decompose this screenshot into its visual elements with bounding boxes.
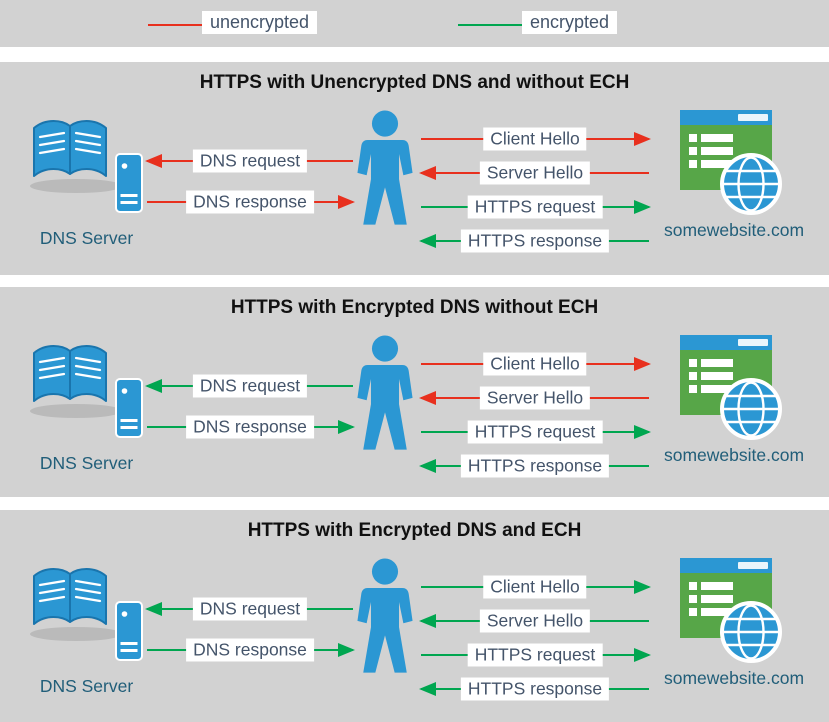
arrow-label: HTTPS request xyxy=(467,195,603,219)
arrow-https-response: HTTPS response xyxy=(419,228,650,254)
dns-server-label: DNS Server xyxy=(39,676,134,696)
arrow-label: DNS response xyxy=(186,638,314,662)
dns-server-icon xyxy=(28,114,148,220)
arrow-https-request: HTTPS request xyxy=(420,194,651,220)
legend-label-encrypted: encrypted xyxy=(522,11,618,34)
arrow-https-response: HTTPS response xyxy=(419,676,650,702)
arrowhead-icon xyxy=(338,643,355,657)
arrow-label: HTTPS request xyxy=(467,420,603,444)
arrowhead-icon xyxy=(634,580,651,594)
arrow-client-hello: Client Hello xyxy=(420,126,651,152)
website-icon xyxy=(680,558,782,665)
arrow-label: DNS request xyxy=(192,597,308,621)
dns-server-icon xyxy=(28,562,148,668)
arrowhead-icon xyxy=(419,614,436,628)
arrow-label: DNS response xyxy=(186,415,314,439)
panel-title: HTTPS with Encrypted DNS and ECH xyxy=(247,520,582,541)
arrow-label: Client Hello xyxy=(483,575,587,599)
arrow-label: Server Hello xyxy=(479,386,591,410)
arrow-server-hello: Server Hello xyxy=(419,608,650,634)
legend-line-unencrypted xyxy=(148,24,234,26)
arrow-dns-response: DNS response xyxy=(146,414,355,440)
website-icon xyxy=(680,335,782,442)
arrowhead-icon xyxy=(145,379,162,393)
dns-server-label: DNS Server xyxy=(39,228,134,248)
arrow-dns-response: DNS response xyxy=(146,637,355,663)
arrowhead-icon xyxy=(338,195,355,209)
panel-unencrypted-dns-no-ech: HTTPS with Unencrypted DNS and without E… xyxy=(0,62,829,275)
arrowhead-icon xyxy=(634,357,651,371)
arrow-label: Server Hello xyxy=(479,161,591,185)
panel-encrypted-dns-no-ech: HTTPS with Encrypted DNS without ECH DNS… xyxy=(0,287,829,497)
arrow-label: HTTPS request xyxy=(467,643,603,667)
arrowhead-icon xyxy=(419,682,436,696)
user-person-icon xyxy=(356,108,414,230)
legend-line-encrypted xyxy=(458,24,543,26)
legend-label-unencrypted: unencrypted xyxy=(202,11,318,34)
website-label: somewebsite.com xyxy=(663,220,805,240)
user-person-icon xyxy=(356,556,414,678)
panel-encrypted-dns-with-ech: HTTPS with Encrypted DNS and ECH DNS Ser… xyxy=(0,510,829,722)
arrow-dns-response: DNS response xyxy=(146,189,355,215)
arrow-label: DNS response xyxy=(186,190,314,214)
arrow-client-hello: Client Hello xyxy=(420,351,651,377)
arrow-https-request: HTTPS request xyxy=(420,642,651,668)
arrowhead-icon xyxy=(419,234,436,248)
arrowhead-icon xyxy=(419,459,436,473)
website-label: somewebsite.com xyxy=(663,445,805,465)
arrow-label: HTTPS response xyxy=(460,229,610,253)
panel-title: HTTPS with Unencrypted DNS and without E… xyxy=(199,72,630,93)
arrowhead-icon xyxy=(634,648,651,662)
arrow-label: DNS request xyxy=(192,374,308,398)
arrow-label: HTTPS response xyxy=(460,677,610,701)
arrow-https-request: HTTPS request xyxy=(420,419,651,445)
arrowhead-icon xyxy=(338,420,355,434)
arrow-client-hello: Client Hello xyxy=(420,574,651,600)
legend: unencrypted encrypted xyxy=(0,0,829,47)
arrow-https-response: HTTPS response xyxy=(419,453,650,479)
arrow-label: Server Hello xyxy=(479,609,591,633)
arrowhead-icon xyxy=(145,602,162,616)
arrow-dns-request: DNS request xyxy=(145,373,354,399)
arrow-label: Client Hello xyxy=(483,127,587,151)
website-label: somewebsite.com xyxy=(663,668,805,688)
user-person-icon xyxy=(356,333,414,455)
arrowhead-icon xyxy=(634,132,651,146)
arrow-label: HTTPS response xyxy=(460,454,610,478)
arrow-label: Client Hello xyxy=(483,352,587,376)
arrow-dns-request: DNS request xyxy=(145,596,354,622)
website-icon xyxy=(680,110,782,217)
arrowhead-icon xyxy=(634,425,651,439)
arrow-dns-request: DNS request xyxy=(145,148,354,174)
arrowhead-icon xyxy=(634,200,651,214)
arrowhead-icon xyxy=(419,391,436,405)
arrow-server-hello: Server Hello xyxy=(419,385,650,411)
arrow-label: DNS request xyxy=(192,149,308,173)
panel-title: HTTPS with Encrypted DNS without ECH xyxy=(230,297,599,318)
arrowhead-icon xyxy=(145,154,162,168)
dns-server-icon xyxy=(28,339,148,445)
arrow-server-hello: Server Hello xyxy=(419,160,650,186)
arrowhead-icon xyxy=(419,166,436,180)
dns-server-label: DNS Server xyxy=(39,453,134,473)
